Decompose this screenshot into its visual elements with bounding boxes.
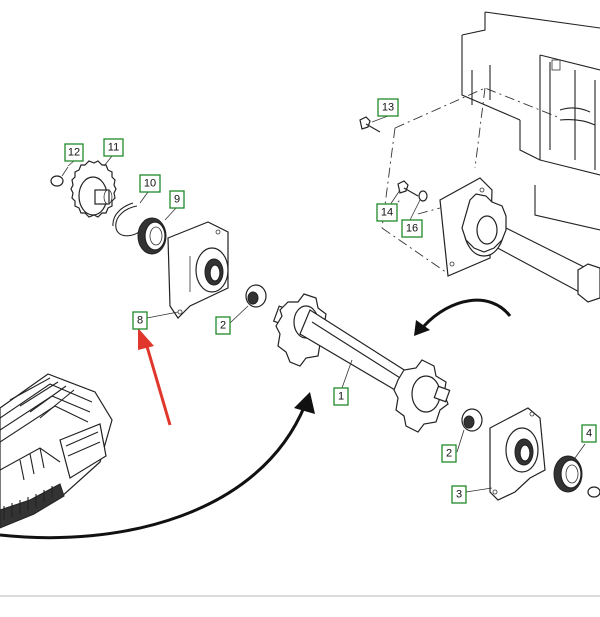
part-3-bearing-plate <box>489 407 546 501</box>
callout-14[interactable]: 14 <box>376 203 398 222</box>
callout-13[interactable]: 13 <box>377 98 399 117</box>
callout-9-label: 9 <box>174 194 180 206</box>
part-4-bearing <box>553 455 600 498</box>
callout-1[interactable]: 1 <box>333 387 349 406</box>
part-12-snap-ring <box>50 166 69 187</box>
callout-12[interactable]: 12 <box>64 143 84 162</box>
installed-shaft-assembly <box>439 177 600 303</box>
red-pointer-arrow <box>138 328 172 426</box>
part-2-bushing-lower <box>461 408 483 432</box>
fastener-bolts <box>359 116 428 202</box>
part-10-retaining-ring <box>112 202 143 237</box>
callout-16[interactable]: 16 <box>401 219 423 238</box>
callout-8[interactable]: 8 <box>132 311 148 330</box>
callout-2-lower[interactable]: 2 <box>441 444 457 463</box>
callout-8-label: 8 <box>137 315 143 327</box>
callout-9[interactable]: 9 <box>169 190 185 209</box>
callout-2-lower-label: 2 <box>446 448 452 460</box>
part-2-bushing-upper <box>245 284 267 308</box>
callout-11[interactable]: 11 <box>103 138 124 157</box>
callout-13-label: 13 <box>382 102 394 114</box>
callout-1-label: 1 <box>338 391 344 403</box>
callout-10[interactable]: 10 <box>139 174 161 193</box>
part-1-shaft-assembly <box>272 293 451 433</box>
callout-11-label: 11 <box>108 142 119 154</box>
callout-12-label: 12 <box>68 147 80 159</box>
callout-16-label: 16 <box>406 223 418 235</box>
callout-4[interactable]: 4 <box>581 424 597 443</box>
callout-10-label: 10 <box>144 178 156 190</box>
callout-2-upper[interactable]: 2 <box>215 316 231 335</box>
tracked-vehicle-illustration <box>0 373 113 529</box>
leader-lines <box>67 115 586 493</box>
part-11-sprocket <box>70 160 117 218</box>
part-8-bearing-plate <box>167 221 229 319</box>
callout-14-label: 14 <box>381 207 393 219</box>
part-9-bearing <box>137 217 167 255</box>
callout-3-label: 3 <box>456 489 462 501</box>
assembly-direction-arrows <box>0 298 512 540</box>
callout-4-label: 4 <box>586 428 592 440</box>
callout-3[interactable]: 3 <box>451 485 467 504</box>
machine-frame <box>461 11 600 231</box>
callout-2-upper-label: 2 <box>220 320 226 332</box>
